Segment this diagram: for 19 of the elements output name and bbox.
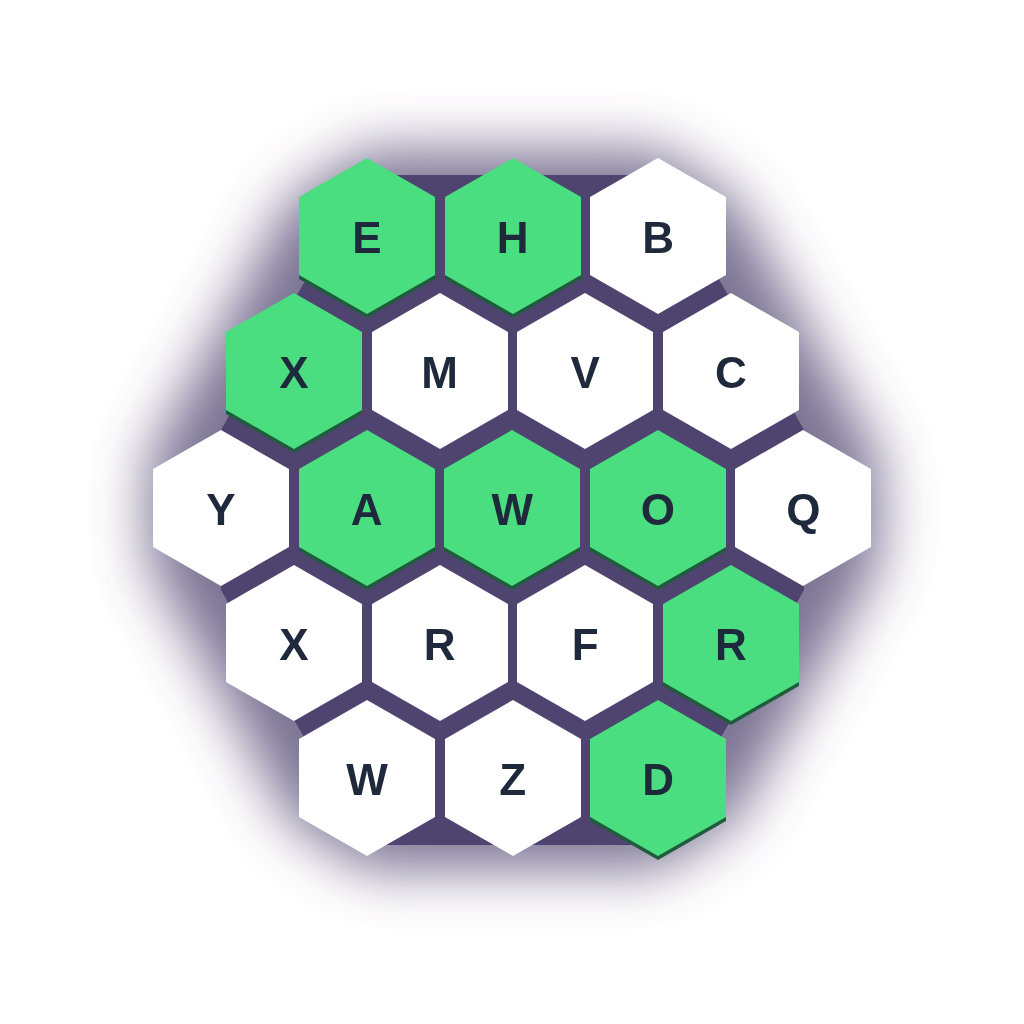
letter: B	[642, 216, 675, 260]
letter: E	[352, 216, 382, 260]
letter: R	[714, 623, 747, 667]
letter: M	[421, 351, 458, 395]
letter: R	[423, 623, 456, 667]
letter: H	[496, 216, 529, 260]
letter: V	[570, 351, 600, 395]
letter: D	[642, 758, 675, 802]
letter: F	[571, 623, 599, 667]
letter: Q	[786, 488, 821, 532]
letter: A	[350, 488, 383, 532]
letter: Y	[206, 488, 236, 532]
letter: W	[491, 488, 533, 532]
letter: O	[640, 488, 675, 532]
letter: Z	[499, 758, 527, 802]
letter: X	[279, 623, 309, 667]
letter: C	[714, 351, 747, 395]
letter: X	[279, 351, 309, 395]
letter: W	[346, 758, 388, 802]
